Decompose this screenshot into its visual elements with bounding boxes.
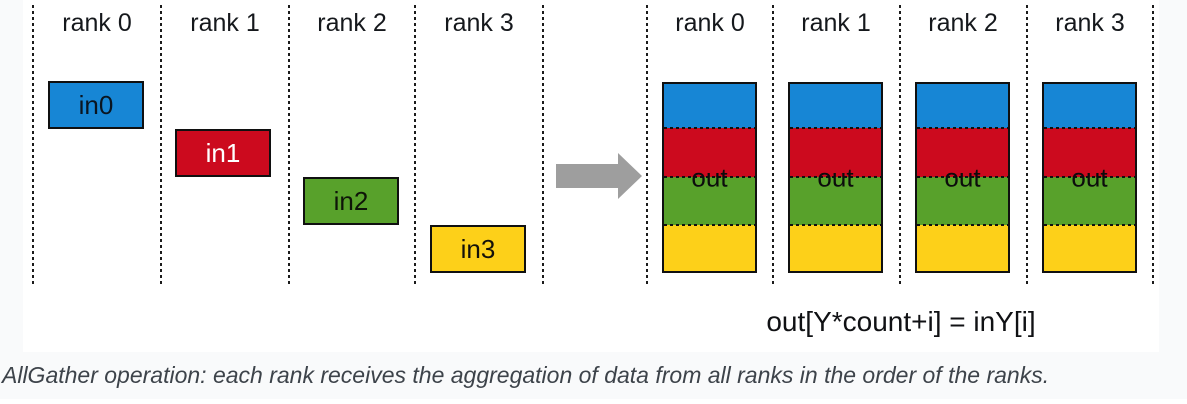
out-segment-red: [1044, 128, 1135, 177]
segment-divider: [1044, 176, 1135, 178]
rank-label-right-3: rank 3: [1055, 9, 1125, 37]
out-segment-yellow: [917, 225, 1008, 271]
output-stack-rank0: out: [662, 82, 757, 273]
output-stack-rank1: out: [788, 82, 883, 273]
out-label: out: [1071, 162, 1108, 192]
out-label: out: [944, 162, 981, 192]
dashed-separator: [1026, 5, 1028, 285]
out-segment-blue: [1044, 84, 1135, 128]
dashed-separator: [160, 5, 162, 285]
out-segment-green: [664, 177, 755, 225]
out-segment-yellow: [664, 225, 755, 271]
out-segment-yellow: [790, 225, 881, 271]
out-segment-red: [664, 128, 755, 177]
input-box-in2: in2: [303, 177, 399, 225]
segment-divider: [1044, 127, 1135, 129]
dashed-separator: [414, 5, 416, 285]
rank-label-right-2: rank 2: [928, 9, 998, 37]
rank-label-left-1: rank 1: [190, 9, 260, 37]
output-stack-rank2: out: [915, 82, 1010, 273]
segment-divider: [917, 127, 1008, 129]
out-segment-red: [790, 128, 881, 177]
right-arrow-icon: [556, 153, 642, 204]
output-stack-rank3: out: [1042, 82, 1137, 273]
segment-divider: [664, 224, 755, 226]
segment-divider: [790, 176, 881, 178]
dashed-separator: [899, 5, 901, 285]
rank-label-left-2: rank 2: [317, 9, 387, 37]
dashed-separator: [288, 5, 290, 285]
formula-text: out[Y*count+i] = inY[i]: [766, 306, 1036, 337]
input-box-in3: in3: [430, 225, 526, 273]
dashed-separator: [646, 5, 648, 285]
dashed-separator: [772, 5, 774, 285]
segment-divider: [664, 127, 755, 129]
segment-divider: [917, 176, 1008, 178]
dashed-separator: [32, 5, 34, 285]
out-segment-blue: [917, 84, 1008, 128]
rank-label-left-0: rank 0: [62, 9, 132, 37]
segment-divider: [664, 176, 755, 178]
out-segment-blue: [790, 84, 881, 128]
rank-label-right-0: rank 0: [675, 9, 745, 37]
out-label: out: [691, 162, 728, 192]
dashed-separator: [542, 5, 544, 285]
out-segment-green: [917, 177, 1008, 225]
segment-divider: [790, 127, 881, 129]
out-label: out: [817, 162, 854, 192]
segment-divider: [790, 224, 881, 226]
input-box-in1: in1: [175, 129, 271, 177]
out-segment-red: [917, 128, 1008, 177]
dashed-separator: [1152, 5, 1154, 285]
out-segment-yellow: [1044, 225, 1135, 271]
caption-text: AllGather operation: each rank receives …: [2, 362, 1050, 388]
rank-label-left-3: rank 3: [444, 9, 514, 37]
out-segment-green: [1044, 177, 1135, 225]
segment-divider: [1044, 224, 1135, 226]
segment-divider: [917, 224, 1008, 226]
input-box-in0: in0: [48, 81, 144, 129]
out-segment-blue: [664, 84, 755, 128]
out-segment-green: [790, 177, 881, 225]
rank-label-right-1: rank 1: [801, 9, 871, 37]
bottom-strip: [0, 399, 1187, 404]
